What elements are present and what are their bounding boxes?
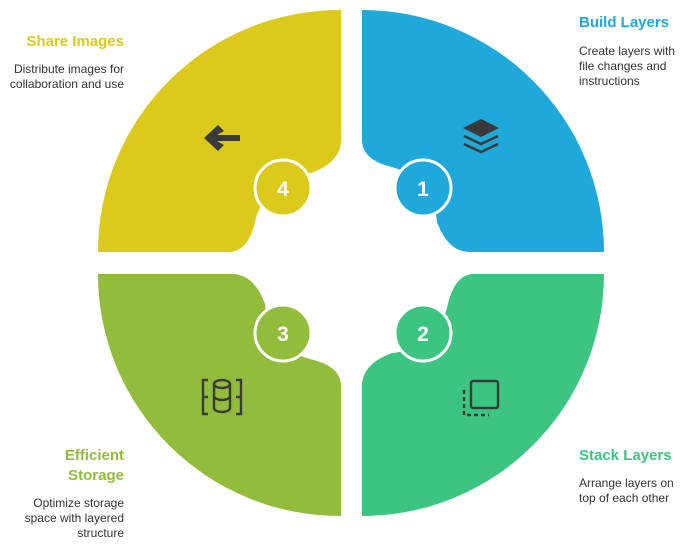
step-title-2: Stack Layers [579,447,672,464]
step-badge-3: 3 [253,303,313,363]
step-number-3: 3 [277,323,289,346]
step-badge-4: 4 [253,158,313,218]
title-line: Efficient [64,447,124,464]
description-line: Create layers with [579,44,676,58]
description-line: file changes and [579,59,667,73]
description-line: Optimize storage [33,496,124,510]
description-line: Arrange layers on [579,476,674,490]
stacked-layers-icon [463,119,499,154]
description-line: top of each other [579,491,670,505]
step-description-1: Create layers with file changes and inst… [579,44,675,89]
description-line: structure [77,526,124,540]
description-line: space with layered [24,511,124,525]
step-description-3: Optimize storage space with layered stru… [25,496,124,541]
description-line: Distribute images for [13,62,124,76]
step-title-3: Efficient Storage [65,446,124,486]
quadrant-stack-layers [362,274,604,516]
quadrant-efficient-storage [98,274,341,517]
overlapping-squares-icon [462,379,500,417]
title-line: Storage [68,467,124,484]
step-number-2: 2 [417,323,429,346]
description-line: collaboration and use [9,77,124,91]
step-description-2: Arrange layers on top of each other [579,476,674,506]
step-badge-2: 2 [393,303,453,363]
step-number-1: 1 [417,178,429,201]
step-badge-1: 1 [393,158,453,218]
step-number-4: 4 [277,178,289,201]
database-icon [201,378,243,416]
arrow-left-icon [204,125,240,151]
step-title-4: Share Images [26,33,124,50]
step-title-1: Build Layers [579,14,670,31]
step-description-4: Distribute images for collaboration and … [10,62,124,92]
description-line: instructions [579,74,640,88]
